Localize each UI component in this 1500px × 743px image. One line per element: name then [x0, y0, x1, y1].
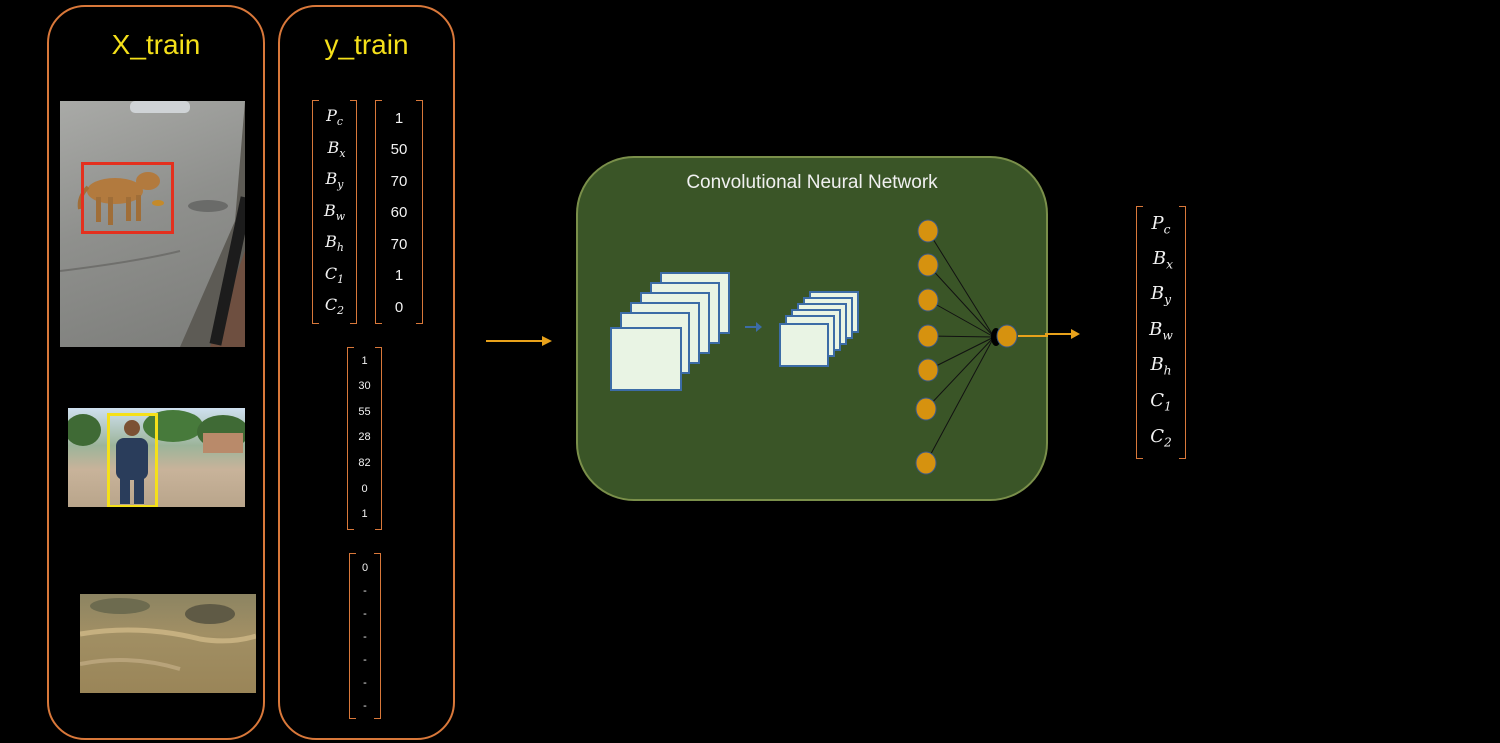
right-bracket [374, 553, 381, 719]
dog-bounding-box [81, 162, 174, 234]
empty-ground-image [80, 594, 256, 693]
empty-value: - [363, 631, 367, 643]
small-feature-map-stack-icon [779, 291, 869, 371]
dog-value: 0 [394, 299, 404, 316]
arrow-right-icon [745, 322, 762, 332]
fully-connected-neuron-icon [915, 219, 1048, 475]
person-value: 55 [358, 406, 371, 418]
person-value: 0 [361, 483, 368, 495]
label-by: By [325, 169, 344, 192]
empty-value: - [363, 700, 367, 712]
person-value: 30 [358, 380, 371, 392]
left-bracket [312, 100, 319, 324]
empty-value: - [363, 677, 367, 689]
output-bx: Bx [1152, 248, 1174, 272]
output-vector: Pc Bx By Bw Bh C1 C2 [1136, 206, 1186, 459]
empty-value: 0 [361, 562, 369, 574]
output-c1: C1 [1150, 390, 1172, 414]
person-bounding-box [107, 413, 158, 507]
dog-value: 1 [394, 110, 404, 127]
label-c1: C1 [324, 264, 345, 287]
dog-image [60, 101, 245, 347]
output-bh: Bh [1150, 354, 1172, 378]
label-bh: Bh [325, 232, 344, 255]
label-vector: Pc Bx By Bw Bh C1 C2 [312, 100, 357, 324]
right-bracket [350, 100, 357, 324]
output-c2: C2 [1150, 426, 1172, 450]
dog-value: 1 [394, 267, 404, 284]
dog-value: 50 [390, 141, 408, 158]
left-bracket [1136, 206, 1143, 459]
person-label-vector: 1 30 55 28 82 0 1 [347, 347, 382, 530]
right-bracket [1179, 206, 1186, 459]
left-bracket [347, 347, 354, 530]
empty-value: - [363, 608, 367, 620]
right-bracket [375, 347, 382, 530]
empty-value: - [363, 585, 367, 597]
left-bracket [349, 553, 356, 719]
left-bracket [375, 100, 382, 324]
empty-value: - [363, 654, 367, 666]
label-c2: C2 [324, 295, 345, 318]
dog-value: 70 [390, 173, 408, 190]
label-bw: Bw [323, 201, 346, 224]
output-arrow-icon [1045, 329, 1080, 339]
x-train-title: X_train [111, 29, 201, 60]
label-bx: Bx [327, 138, 346, 161]
right-bracket [416, 100, 423, 324]
output-pc: Pc [1151, 213, 1171, 237]
person-value: 28 [358, 431, 371, 443]
x-train-panel: X_train [47, 5, 265, 740]
y-train-title: y_train [324, 29, 409, 60]
dog-value: 60 [390, 204, 408, 221]
output-by: By [1150, 283, 1172, 307]
dog-label-vector: 1 50 70 60 70 1 0 [375, 100, 423, 324]
person-value: 1 [361, 355, 368, 367]
dog-value: 70 [390, 236, 408, 253]
cnn-title: Convolutional Neural Network [686, 172, 938, 193]
output-bw: Bw [1149, 319, 1173, 343]
person-value: 82 [358, 457, 371, 469]
y-train-panel: y_train [278, 5, 455, 740]
input-arrow-icon [486, 336, 552, 346]
person-image [68, 408, 245, 507]
empty-label-vector: 0 - - - - - - [349, 553, 381, 719]
feature-map-stack-icon [610, 272, 740, 396]
cnn-block: Convolutional Neural Network [576, 156, 1048, 501]
label-pc: Pc [326, 106, 343, 129]
person-value: 1 [361, 508, 368, 520]
